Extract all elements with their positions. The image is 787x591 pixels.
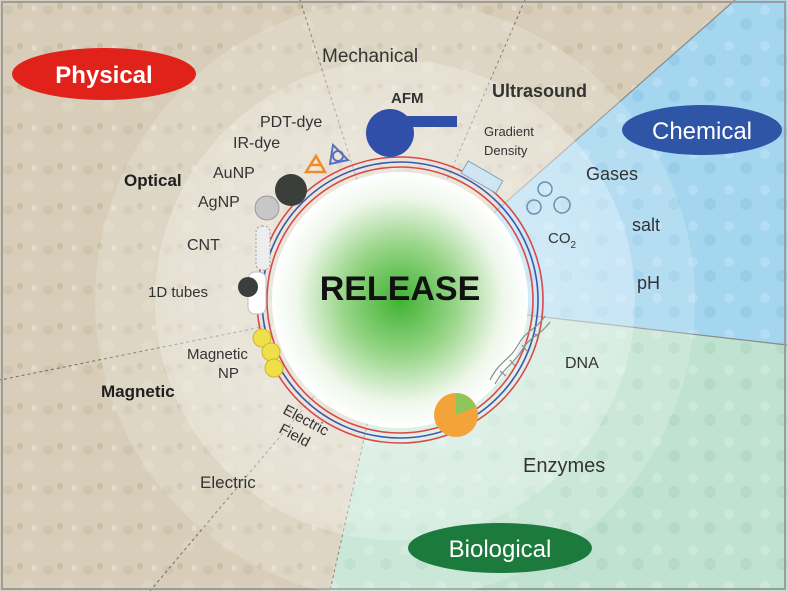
- enzyme-icon: [434, 393, 478, 437]
- optical-label: Optical: [124, 171, 182, 190]
- dna-helix: [489, 315, 551, 385]
- chemical-label: Chemical: [652, 118, 752, 145]
- agnp-label: AgNP: [198, 194, 240, 211]
- pdt-dye-label: PDT-dye: [260, 114, 322, 131]
- aunp-label: AuNP: [213, 165, 255, 182]
- gradient-density-bar: [460, 160, 504, 194]
- biological-badge: Biological: [408, 523, 592, 573]
- magnetic-np-particles: [252, 328, 284, 378]
- pdt-dye-icon: [328, 142, 350, 166]
- ir-dye-icon: [303, 153, 328, 174]
- gases-label: Gases: [586, 164, 638, 184]
- center-label: RELEASE: [320, 270, 481, 308]
- density-label: Density: [484, 143, 528, 158]
- cnt-tube: [255, 225, 271, 271]
- aunp-particle: [275, 174, 307, 206]
- enzymes-label: Enzymes: [523, 455, 605, 477]
- biological-label: Biological: [449, 536, 552, 563]
- release-core: [272, 172, 528, 428]
- magnetic-np-label-1: Magnetic: [187, 346, 248, 363]
- physical-label: Physical: [55, 62, 152, 89]
- physical-badge: Physical: [12, 48, 196, 100]
- agnp-particle: [254, 195, 280, 221]
- chemical-badge: Chemical: [622, 105, 782, 155]
- afm-label: AFM: [391, 90, 424, 107]
- 1d-tube-dot: [238, 277, 258, 297]
- co2-subscript: 2: [571, 240, 577, 251]
- ph-label: pH: [637, 273, 660, 293]
- 1d-tubes-label: 1D tubes: [148, 284, 208, 301]
- gradient-label: Gradient: [484, 124, 534, 139]
- gas-bubbles: [526, 181, 571, 215]
- mechanical-label: Mechanical: [322, 46, 418, 67]
- ultrasound-label: Ultrasound: [492, 81, 587, 101]
- dna-label: DNA: [565, 355, 599, 372]
- co2-label: CO2: [548, 230, 577, 251]
- ir-dye-label: IR-dye: [233, 135, 280, 152]
- magnetic-label: Magnetic: [101, 382, 175, 401]
- electric-label: Electric: [200, 473, 256, 492]
- co2-base: CO: [548, 230, 571, 247]
- magnetic-np-label-2: NP: [218, 365, 239, 382]
- salt-label: salt: [632, 215, 660, 235]
- afm-icon: [366, 109, 457, 157]
- cnt-label: CNT: [187, 237, 220, 254]
